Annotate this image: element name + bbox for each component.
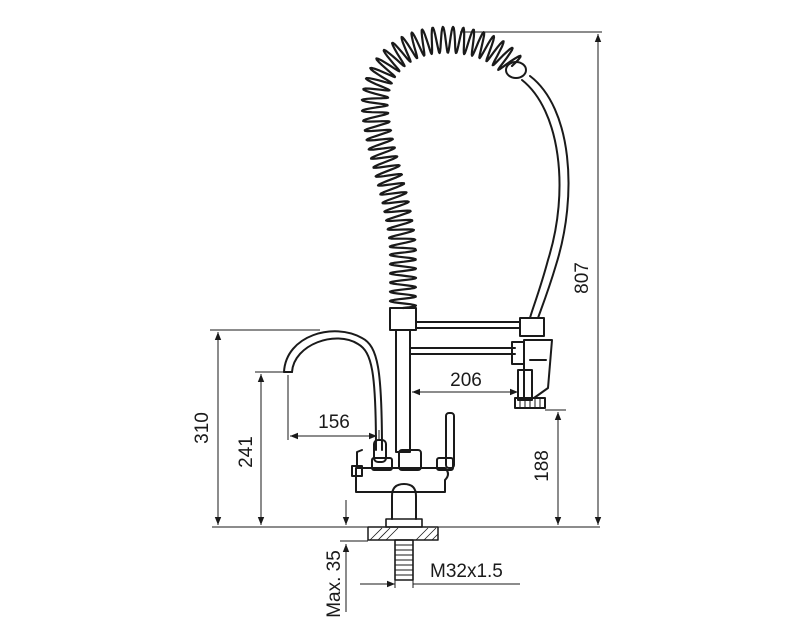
dim-total-height: 807 [572, 262, 593, 294]
lever-handles [373, 412, 455, 469]
dim-spout-outlet-height: 241 [236, 436, 257, 468]
dim-spray-reach: 206 [450, 370, 482, 391]
dim-thread: M32x1.5 [430, 561, 503, 582]
spray-arm-assembly [409, 317, 553, 409]
dim-max-thickness: Max. 35 [324, 550, 345, 618]
countertop [212, 526, 600, 541]
dim-spout-height: 310 [192, 412, 213, 444]
dim-spout-reach: 156 [318, 412, 350, 433]
dimension-lines [210, 31, 602, 612]
dim-spray-height: 188 [532, 450, 553, 482]
spring-coil [360, 25, 522, 310]
main-column [389, 307, 417, 453]
spray-hose [505, 61, 570, 319]
faucet-body [351, 449, 454, 520]
mounting-shank [385, 518, 423, 581]
